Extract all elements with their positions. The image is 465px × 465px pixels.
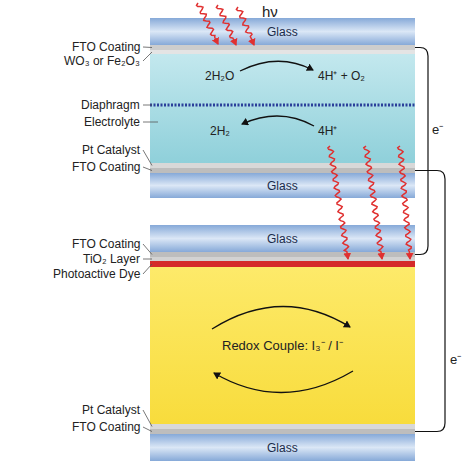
- region-title: Glass: [267, 25, 298, 39]
- layer-label: Pt Catalyst: [82, 143, 140, 157]
- light-ray: [236, 7, 254, 45]
- redox-region: Redox Couple: I₃⁻ / I⁻: [150, 267, 415, 424]
- layer-label: Diaphragm: [81, 98, 140, 112]
- leader-lines: [143, 47, 158, 432]
- layer-label: FTO Coating: [72, 160, 140, 174]
- photon-symbol: hν: [262, 3, 278, 21]
- layer-label: WO₃ or Fe₂O₃: [64, 54, 140, 68]
- light-ray: [328, 146, 349, 259]
- layer-label: TiO₂ Layer: [83, 252, 140, 266]
- electron-symbol: e⁻: [450, 352, 461, 368]
- chemical-formula: 2H₂: [210, 124, 230, 138]
- light-ray: [216, 5, 236, 45]
- layer-label: FTO Coating: [72, 237, 140, 251]
- light-ray: [197, 3, 219, 44]
- region-title: Glass: [267, 179, 298, 193]
- pt-layer: [150, 163, 415, 168]
- electron-symbol: e⁻: [432, 122, 443, 138]
- chemical-formula: 4H⁺: [318, 124, 337, 138]
- diaphragm: [150, 104, 415, 107]
- electrolyte-region: 2H₂O 4H⁺ + O₂ 2H₂ 4H⁺: [150, 54, 415, 163]
- layer-label: FTO Coating: [72, 40, 140, 54]
- glass-pane: Glass: [150, 434, 415, 461]
- region-title: Glass: [267, 232, 298, 246]
- light-ray: [364, 146, 383, 259]
- layer-label: Pt Catalyst: [82, 403, 140, 417]
- chemical-formula: 4H⁺ + O₂: [318, 69, 365, 83]
- fto-layer: [150, 252, 415, 257]
- glass-pane: Glass: [150, 18, 415, 45]
- region-title: Redox Couple: I₃⁻ / I⁻: [222, 339, 343, 353]
- fto-layer: [150, 45, 415, 50]
- layer-label: Photoactive Dye: [53, 267, 140, 281]
- layer-label: FTO Coating: [72, 420, 140, 434]
- external-wires: [415, 48, 445, 432]
- tio2-layer: [150, 257, 415, 261]
- light-rays: [197, 3, 412, 259]
- pt-layer: [150, 424, 415, 429]
- reaction-arrows: [150, 54, 415, 163]
- glass-pane: Glass: [150, 173, 415, 198]
- layer-label: Electrolyte: [84, 115, 140, 129]
- chemical-formula: 2H₂O: [205, 69, 234, 83]
- light-ray: [398, 146, 412, 259]
- glass-pane: Glass: [150, 225, 415, 252]
- region-title: Glass: [267, 441, 298, 455]
